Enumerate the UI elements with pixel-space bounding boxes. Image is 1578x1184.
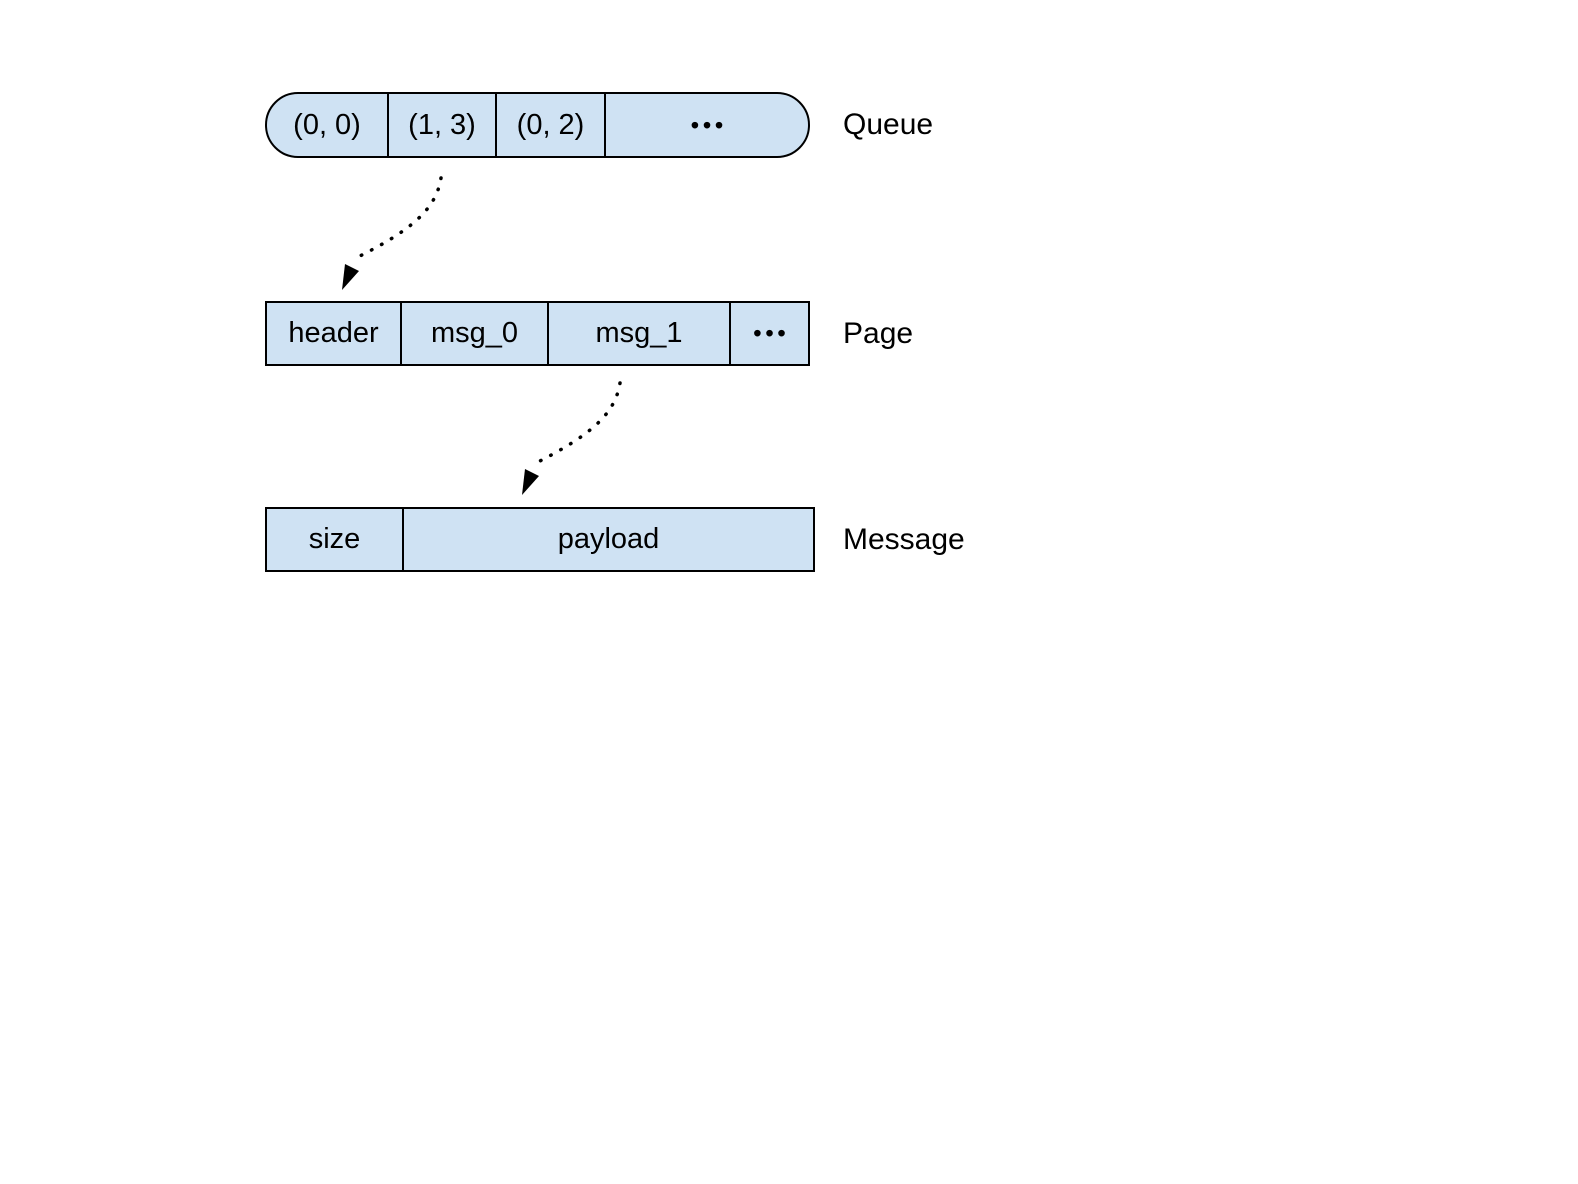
message-cell-payload: payload	[402, 509, 813, 570]
arrow-page-msg-to-message-icon	[522, 381, 622, 495]
queue-cell-0: (0, 0)	[293, 108, 361, 141]
page-cell-header: header	[288, 317, 379, 349]
queue-box: (0, 0) (1, 3) (0, 2) •••	[265, 92, 810, 158]
queue-cell-1: (1, 3)	[387, 94, 495, 156]
page-box: header msg_0 msg_1 •••	[265, 301, 810, 366]
message-cell-size: size	[308, 523, 361, 555]
message-label: Message	[843, 522, 965, 556]
queue-cell-2: (0, 2)	[495, 94, 604, 156]
arrow-queue-entry-to-page-icon	[342, 176, 443, 290]
page-cell-msg1: msg_1	[547, 303, 729, 364]
message-box: size payload	[265, 507, 815, 572]
queue-cell-ellipsis: •••	[604, 94, 808, 156]
queue-label: Queue	[843, 108, 934, 141]
page-cell-ellipsis: •••	[729, 303, 808, 364]
page-label: Page	[843, 316, 914, 350]
page-cell-msg0: msg_0	[400, 303, 547, 364]
